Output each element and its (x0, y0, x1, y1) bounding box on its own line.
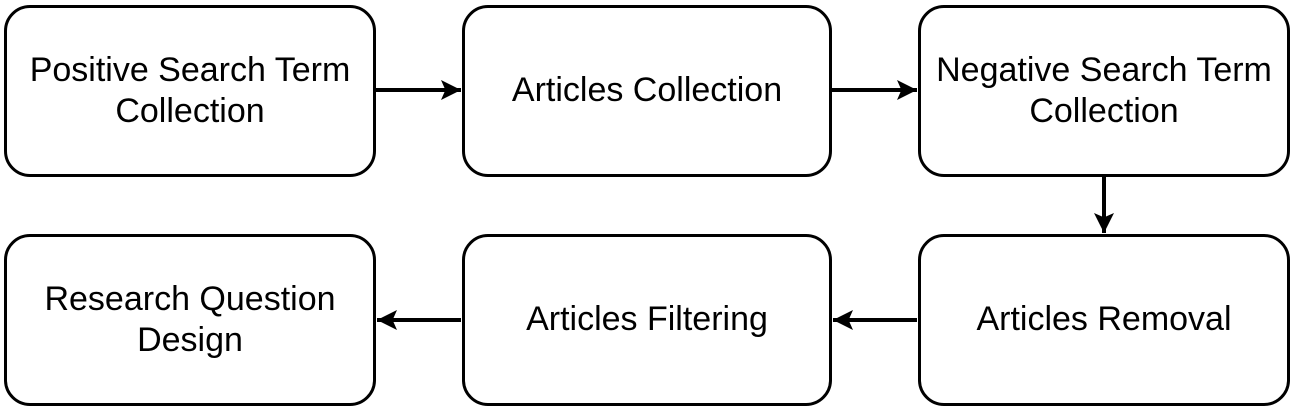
node-label: Articles Collection (511, 71, 783, 110)
node-label: Articles Filtering (526, 300, 768, 339)
node-label: Research Question Design (44, 279, 336, 359)
node-positive-search-term-collection: Positive Search Term Collection (4, 5, 376, 177)
node-research-question-design: Research Question Design (4, 234, 376, 406)
node-negative-search-term-collection: Negative Search Term Collection (918, 5, 1290, 177)
node-label: Negative Search Term Collection (936, 50, 1272, 130)
node-label: Positive Search Term Collection (29, 50, 351, 130)
node-articles-collection: Articles Collection (462, 5, 832, 177)
node-label: Articles Removal (976, 300, 1232, 339)
node-articles-removal: Articles Removal (918, 234, 1290, 406)
node-articles-filtering: Articles Filtering (462, 234, 832, 406)
